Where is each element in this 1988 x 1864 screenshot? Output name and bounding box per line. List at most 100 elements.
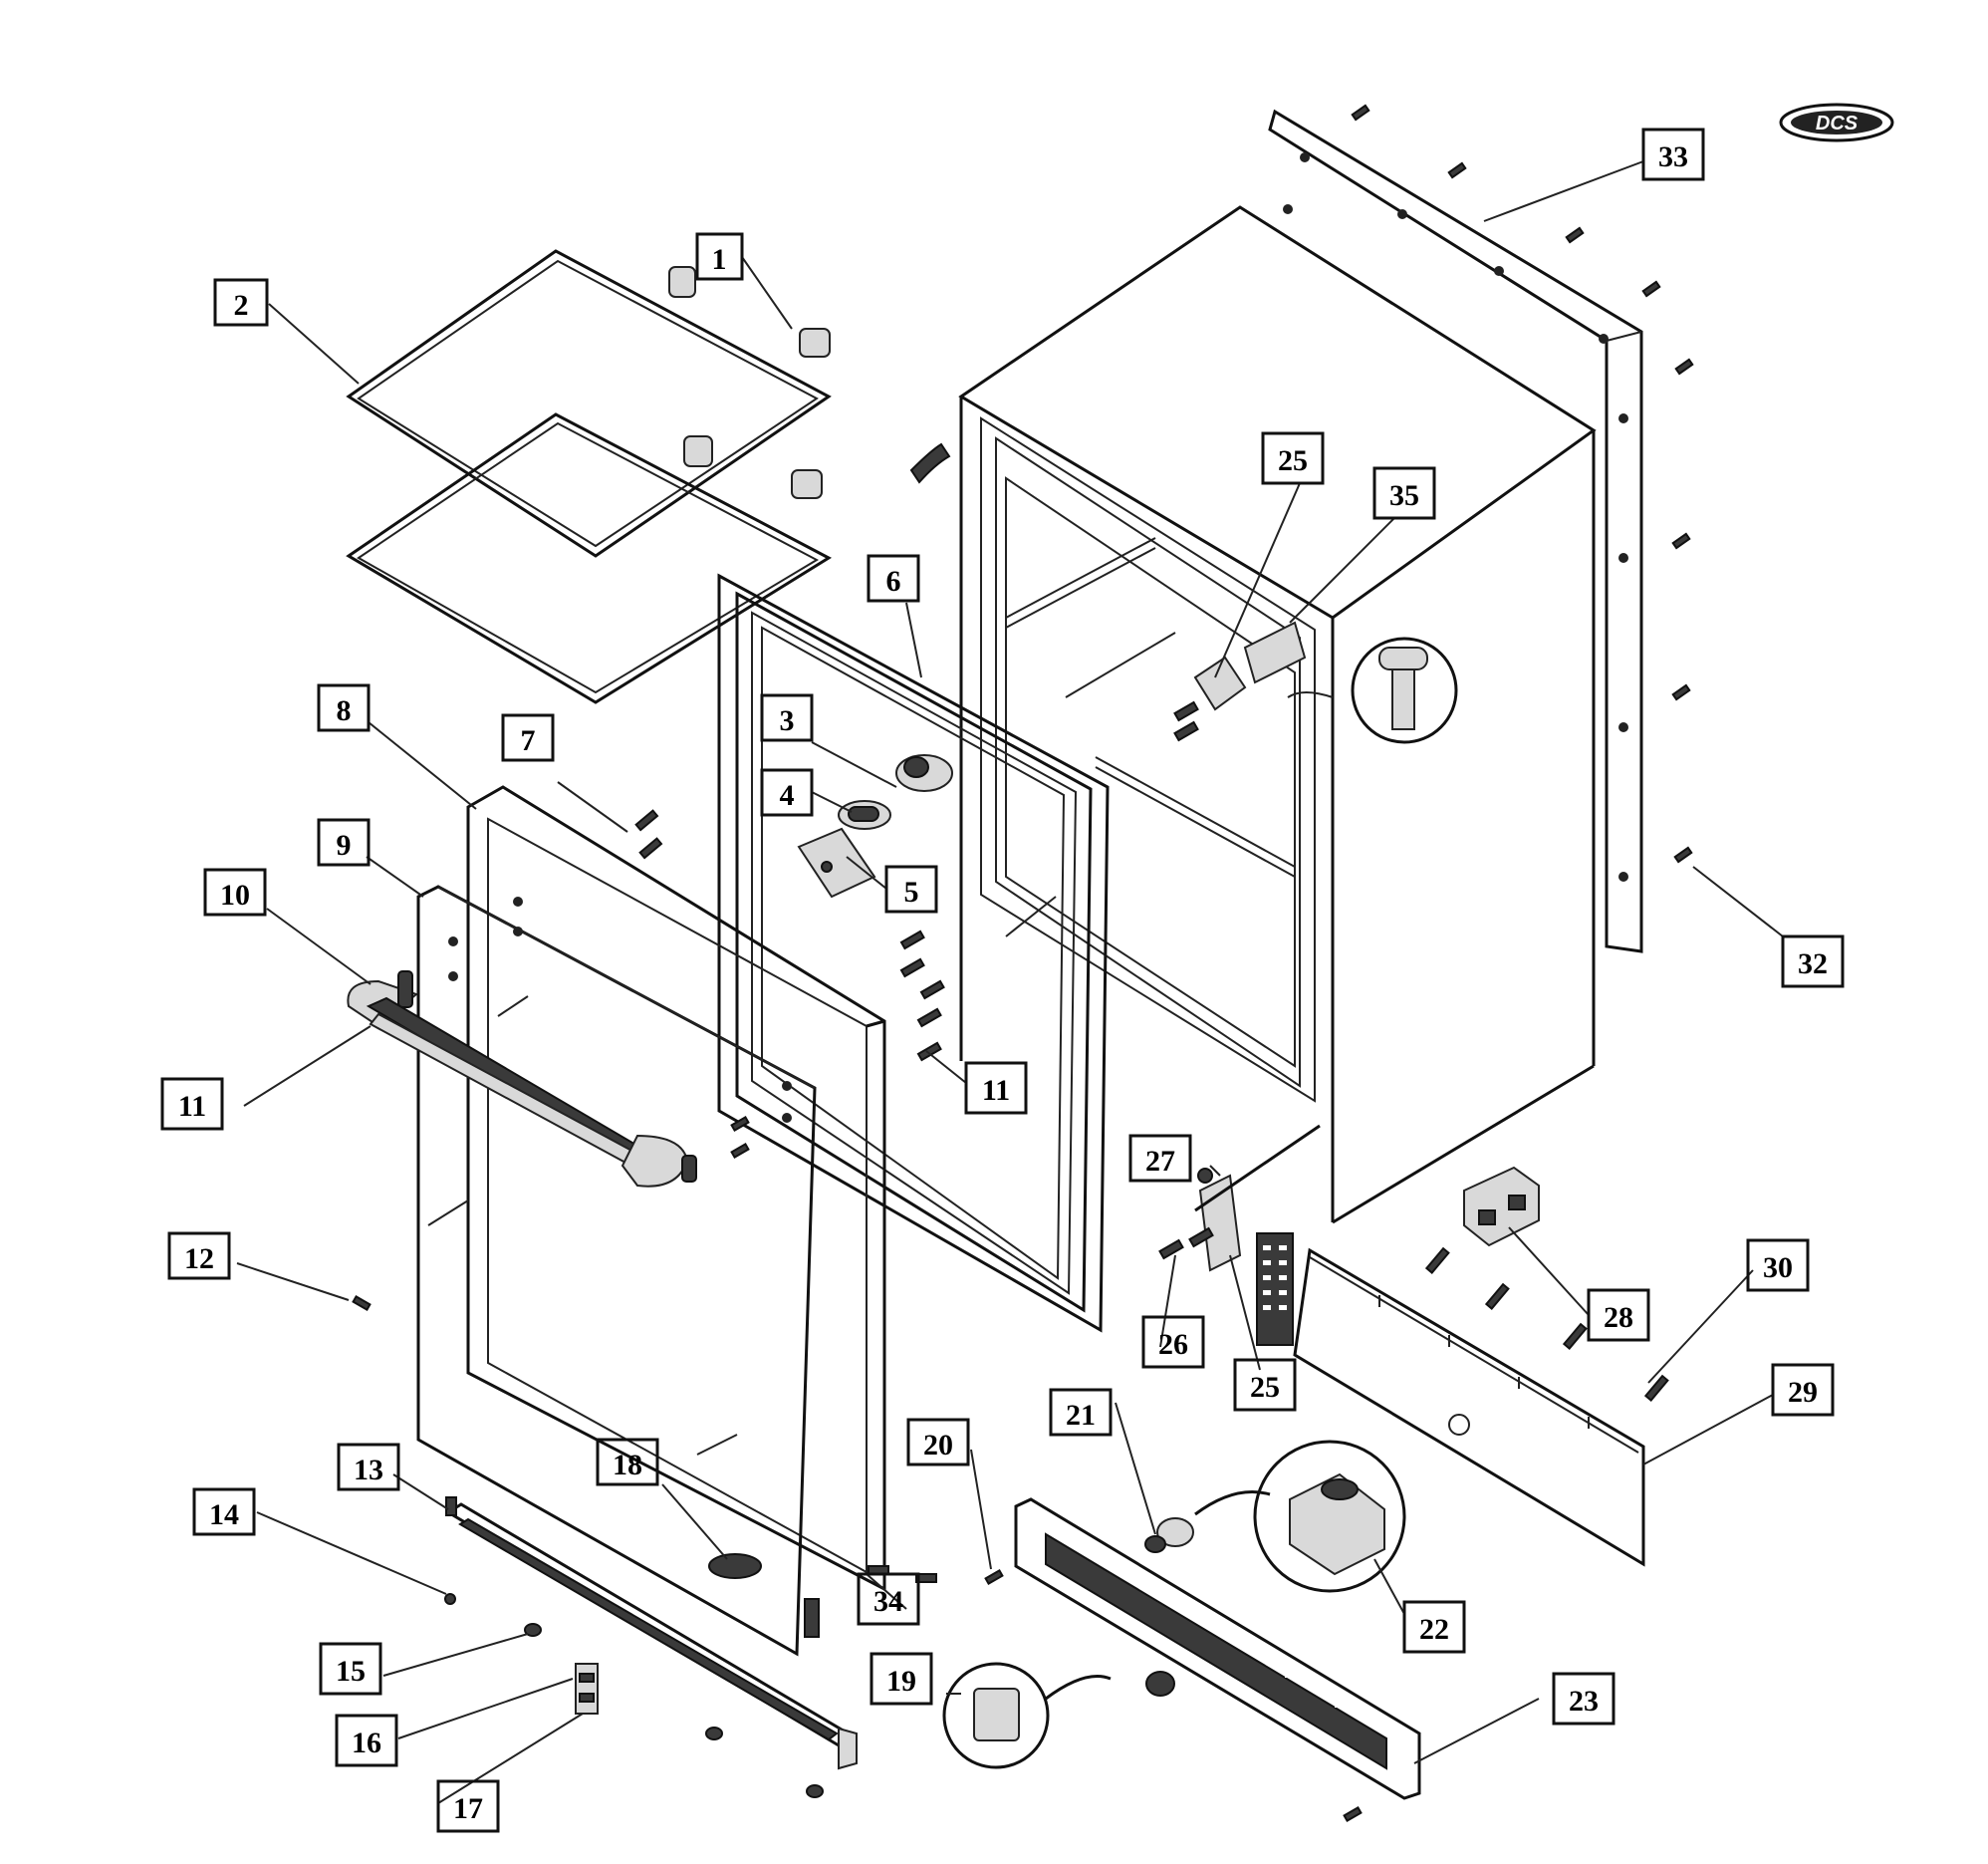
svg-text:17: 17	[453, 1792, 483, 1825]
part-label-9: 9	[317, 818, 371, 867]
part-label-8: 8	[317, 683, 371, 732]
svg-text:25: 25	[1278, 444, 1308, 477]
part-label-5: 5	[884, 865, 938, 914]
kick-plate-23	[984, 1497, 1421, 1822]
part-label-25-upper: 25	[1261, 431, 1325, 485]
part-label-12: 12	[167, 1231, 231, 1280]
svg-text:26: 26	[1158, 1328, 1188, 1361]
shelf-clips-1	[668, 266, 831, 499]
svg-text:21: 21	[1066, 1399, 1096, 1432]
part-label-2: 2	[213, 278, 269, 327]
svg-text:19: 19	[886, 1665, 916, 1698]
screws-11-right	[899, 930, 945, 1062]
svg-text:25: 25	[1250, 1371, 1280, 1404]
svg-text:3: 3	[780, 704, 795, 737]
svg-text:6: 6	[886, 565, 901, 598]
svg-text:28: 28	[1604, 1301, 1633, 1334]
bracket-25-lower	[1158, 1124, 1321, 1346]
bottom-rail-13	[445, 1496, 858, 1770]
lock-18	[708, 1553, 762, 1579]
leader-lines	[236, 160, 1784, 1804]
back-panel	[1268, 109, 1643, 953]
part-label-35: 35	[1372, 466, 1436, 520]
bracket-25-upper	[1173, 621, 1307, 742]
svg-text:4: 4	[780, 779, 795, 812]
glass-shelves-2	[346, 249, 833, 704]
part-label-15: 15	[319, 1642, 382, 1696]
svg-text:35: 35	[1389, 479, 1419, 512]
door-frame-8	[466, 785, 886, 1592]
cabinet	[909, 205, 1597, 1224]
part-label-11-right: 11	[964, 1061, 1028, 1115]
svg-text:34: 34	[873, 1585, 903, 1618]
svg-text:16: 16	[352, 1727, 381, 1759]
svg-text:9: 9	[337, 829, 352, 862]
part-label-7: 7	[501, 713, 555, 762]
part-label-14: 14	[192, 1487, 256, 1536]
base-panel-29	[1293, 1247, 1645, 1567]
part-label-29: 29	[1771, 1363, 1835, 1417]
dcs-logo: DCS	[1779, 103, 1894, 142]
part-label-11-left: 11	[160, 1077, 224, 1131]
svg-text:8: 8	[337, 694, 352, 727]
svg-text:13: 13	[354, 1454, 383, 1486]
svg-text:29: 29	[1788, 1376, 1818, 1409]
part-label-25-lower: 25	[1233, 1358, 1297, 1412]
screws-32	[1351, 104, 1694, 864]
part-label-18: 18	[596, 1438, 659, 1486]
part-label-16: 16	[335, 1714, 398, 1767]
hardware-14-17	[444, 1593, 824, 1798]
svg-text:32: 32	[1798, 947, 1828, 980]
svg-text:7: 7	[521, 724, 536, 757]
svg-text:10: 10	[220, 879, 250, 912]
svg-text:2: 2	[234, 289, 249, 322]
hinge-pin-34	[804, 1565, 937, 1638]
thermostat-detail-22	[1144, 1440, 1406, 1593]
screw-12	[352, 1295, 372, 1311]
svg-text:1: 1	[712, 243, 727, 276]
svg-text:18: 18	[613, 1449, 642, 1481]
part-label-6: 6	[867, 554, 920, 603]
clip-28	[1463, 1166, 1540, 1247]
svg-text:20: 20	[923, 1429, 953, 1462]
part-label-23: 23	[1552, 1672, 1615, 1726]
part-label-10: 10	[203, 868, 267, 917]
part-label-22: 22	[1402, 1600, 1466, 1654]
part-label-4: 4	[760, 768, 814, 817]
svg-text:11: 11	[178, 1090, 206, 1123]
part-label-3: 3	[760, 693, 814, 742]
screws-30	[1424, 1246, 1669, 1402]
svg-text:22: 22	[1419, 1613, 1449, 1646]
door-handle-10-11	[347, 970, 750, 1188]
svg-text:30: 30	[1763, 1251, 1793, 1284]
part-label-26: 26	[1141, 1315, 1205, 1369]
svg-text:14: 14	[209, 1498, 239, 1531]
part-label-21: 21	[1049, 1388, 1113, 1437]
svg-text:27: 27	[1145, 1145, 1175, 1178]
part-label-19: 19	[870, 1652, 933, 1706]
part-label-27: 27	[1128, 1134, 1192, 1183]
part-label-20: 20	[906, 1418, 970, 1466]
svg-text:12: 12	[184, 1242, 214, 1275]
svg-text:11: 11	[982, 1074, 1010, 1107]
part-label-33: 33	[1641, 128, 1705, 181]
door-gasket-6	[717, 573, 1110, 1333]
part-label-34: 34	[857, 1572, 920, 1626]
clip-detail-19	[942, 1662, 1175, 1769]
svg-text:23: 23	[1569, 1685, 1599, 1718]
hinge-parts-3-4-5	[797, 754, 953, 899]
part-label-30: 30	[1746, 1238, 1810, 1292]
part-label-17: 17	[436, 1779, 500, 1833]
bolt-detail-35	[1287, 637, 1458, 744]
screws-7	[634, 809, 663, 860]
svg-text:15: 15	[336, 1655, 366, 1688]
logo-text: DCS	[1816, 113, 1859, 134]
part-label-13: 13	[337, 1443, 400, 1491]
part-label-1: 1	[695, 232, 744, 281]
part-label-28: 28	[1587, 1288, 1650, 1342]
svg-text:5: 5	[904, 876, 919, 909]
part-label-32: 32	[1781, 934, 1845, 988]
door-panel-9	[416, 885, 817, 1657]
svg-text:33: 33	[1658, 140, 1688, 173]
